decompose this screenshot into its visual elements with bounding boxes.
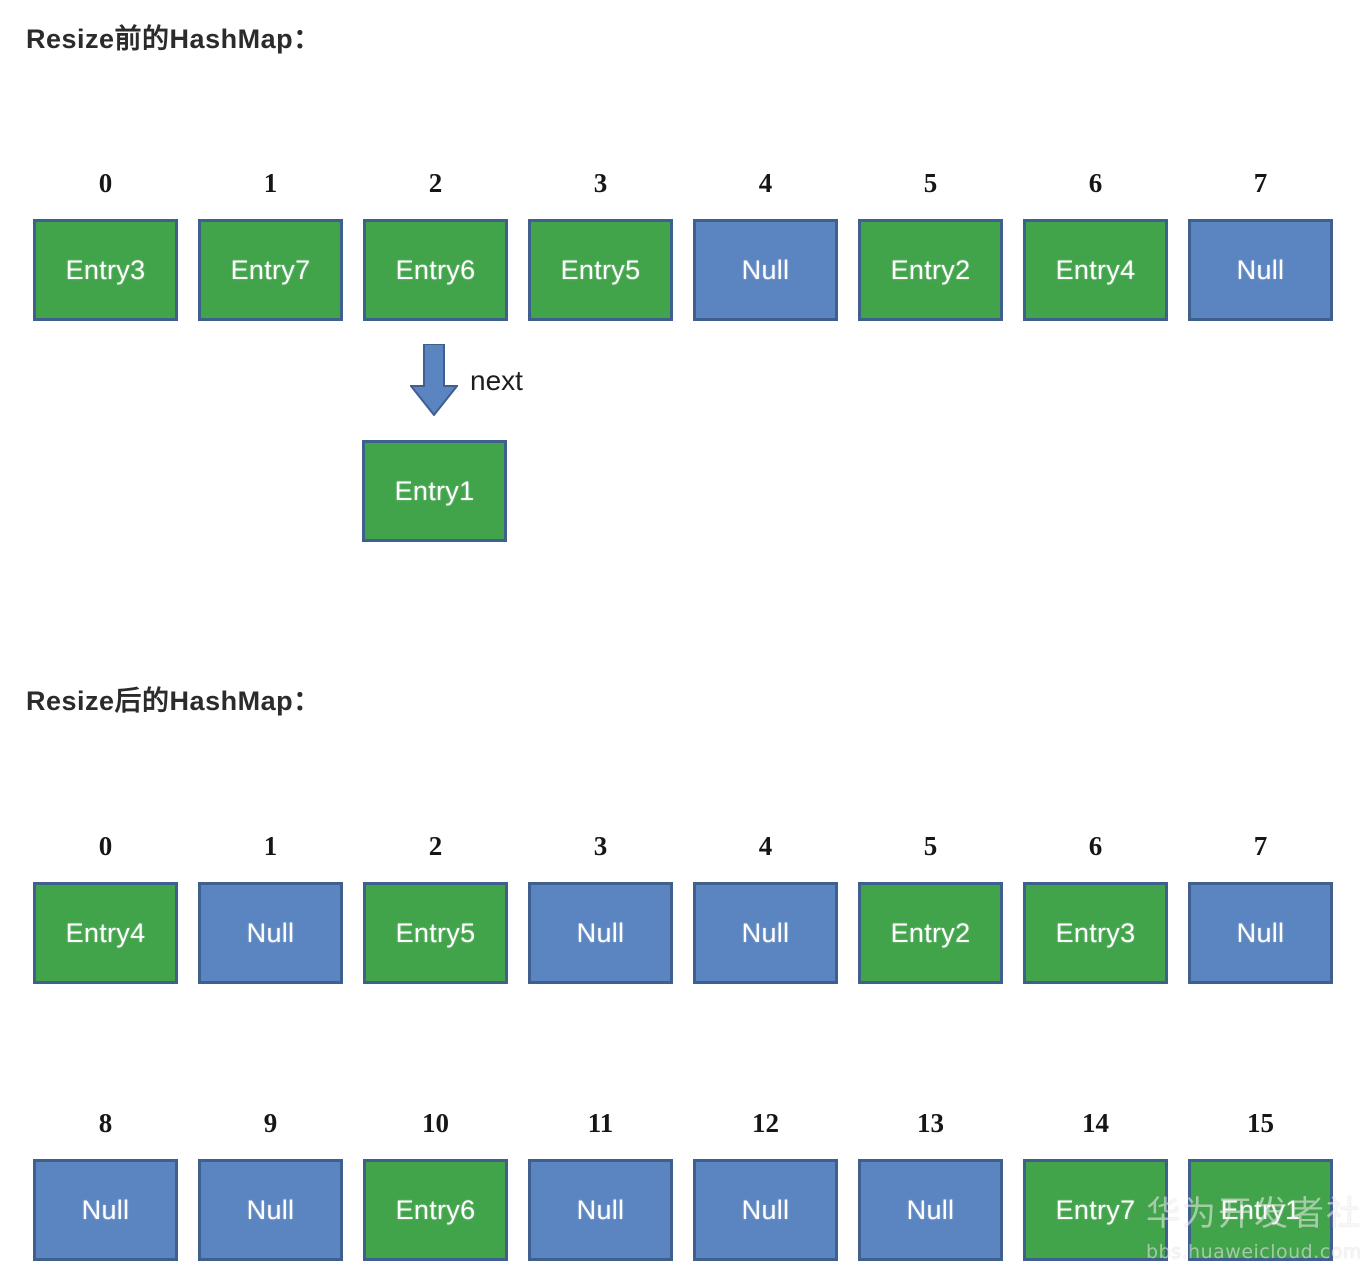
bucket-index-label: 1 (263, 831, 278, 861)
bucket-index-label: 1 (263, 168, 278, 198)
bucket-entry-box: Entry1 (1188, 1159, 1333, 1261)
bucket-entry-box: Entry2 (858, 882, 1003, 984)
bucket-index-label: 8 (98, 1108, 113, 1138)
bucket-index-label: 7 (1253, 168, 1268, 198)
chained-entry-box: Entry1 (362, 440, 507, 542)
bucket-null-box: Null (1188, 882, 1333, 984)
bucket-entry-box: Entry7 (1023, 1159, 1168, 1261)
bucket-index-label: 3 (593, 168, 608, 198)
bucket-null-box: Null (528, 882, 673, 984)
bucket-null-box: Null (858, 1159, 1003, 1261)
bucket-index-label: 4 (758, 831, 773, 861)
bucket-entry-box: Entry3 (1023, 882, 1168, 984)
bucket-null-box: Null (528, 1159, 673, 1261)
bucket-index-label: 13 (917, 1108, 944, 1138)
bucket-entry-box: Entry4 (33, 882, 178, 984)
bucket-entry-box: Entry2 (858, 219, 1003, 321)
bucket-index-label: 11 (587, 1108, 614, 1138)
bucket-index-label: 6 (1088, 168, 1103, 198)
bucket-index-label: 7 (1253, 831, 1268, 861)
bucket-index-label: 10 (422, 1108, 449, 1138)
bucket-null-box: Null (693, 1159, 838, 1261)
bucket-null-box: Null (693, 882, 838, 984)
bucket-index-label: 3 (593, 831, 608, 861)
bucket-entry-box: Entry4 (1023, 219, 1168, 321)
bucket-index-label: 0 (98, 168, 113, 198)
bucket-entry-box: Entry7 (198, 219, 343, 321)
bucket-index-label: 5 (923, 831, 938, 861)
bucket-index-label: 6 (1088, 831, 1103, 861)
bucket-index-label: 2 (428, 831, 443, 861)
bucket-index-label: 9 (263, 1108, 278, 1138)
bucket-null-box: Null (198, 1159, 343, 1261)
bucket-null-box: Null (693, 219, 838, 321)
bucket-index-label: 5 (923, 168, 938, 198)
bucket-index-label: 2 (428, 168, 443, 198)
bucket-entry-box: Entry6 (363, 1159, 508, 1261)
bucket-entry-box: Entry5 (363, 882, 508, 984)
bucket-index-label: 4 (758, 168, 773, 198)
bucket-index-label: 12 (752, 1108, 779, 1138)
section-title-before-resize: Resize前的HashMap： (26, 24, 321, 54)
bucket-index-label: 0 (98, 831, 113, 861)
bucket-null-box: Null (33, 1159, 178, 1261)
bucket-entry-box: Entry5 (528, 219, 673, 321)
bucket-index-label: 15 (1247, 1108, 1274, 1138)
bucket-entry-box: Entry3 (33, 219, 178, 321)
section-title-after-resize: Resize后的HashMap： (26, 686, 321, 716)
bucket-index-label: 14 (1082, 1108, 1109, 1138)
bucket-entry-box: Entry6 (363, 219, 508, 321)
next-arrow-icon (410, 344, 458, 416)
next-pointer-label: next (470, 365, 523, 396)
bucket-null-box: Null (198, 882, 343, 984)
chained-entry-node: Entry1 (362, 440, 507, 542)
bucket-null-box: Null (1188, 219, 1333, 321)
